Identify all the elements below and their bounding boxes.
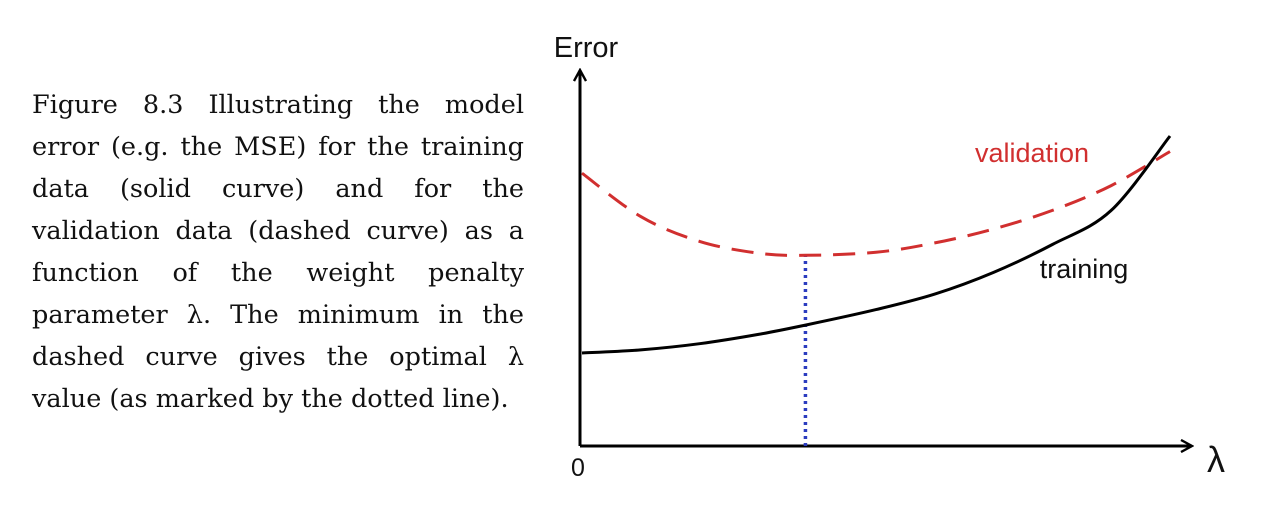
figure-caption: Figure 8.3 Illustrating the model error … <box>32 90 524 414</box>
series-layer: validation training <box>581 135 1172 446</box>
x-tick-label-0: 0 <box>571 454 585 482</box>
x-axis-label: λ <box>1207 439 1225 480</box>
validation-series-label: validation <box>975 138 1089 168</box>
validation-curve <box>581 150 1171 257</box>
training-curve <box>581 135 1172 355</box>
training-series-label: training <box>1040 254 1129 284</box>
y-axis-label: Error <box>554 32 619 64</box>
